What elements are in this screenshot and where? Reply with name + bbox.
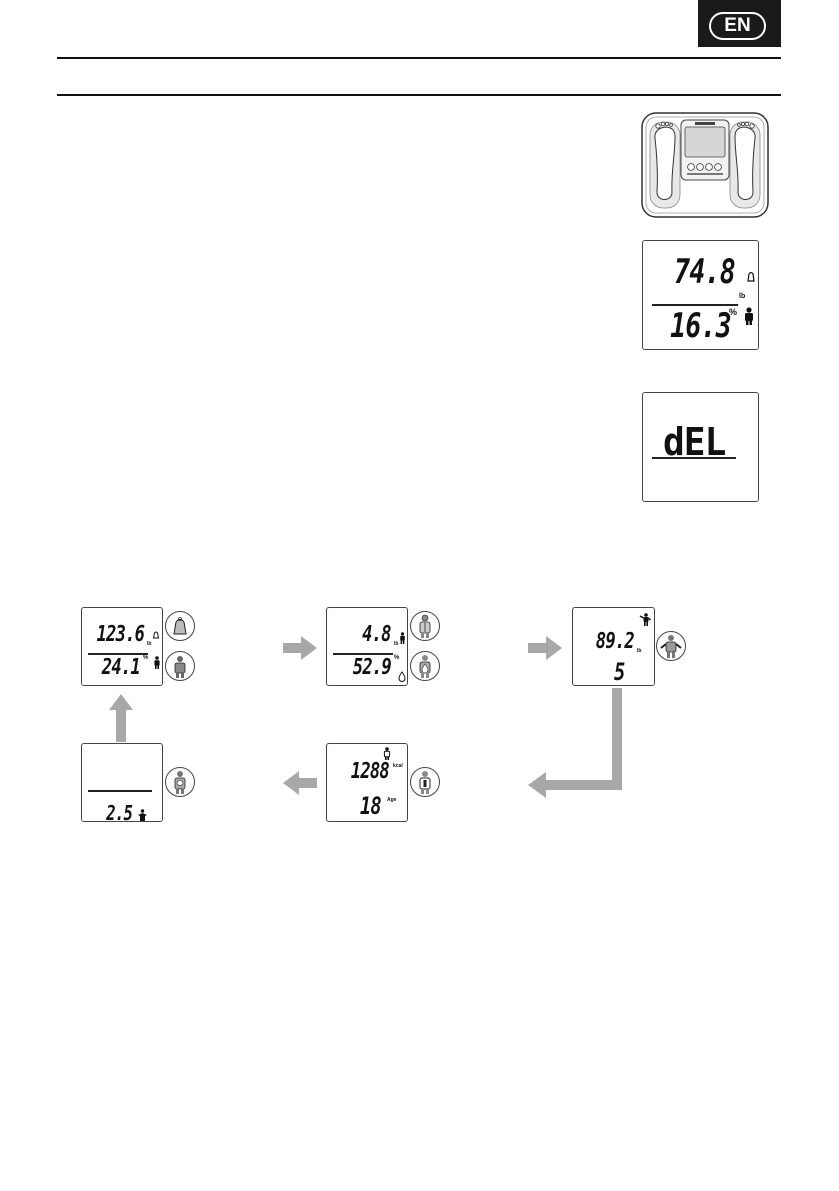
header-rule-bottom <box>57 94 781 96</box>
step1-weight-unit: lb <box>147 641 152 647</box>
body-fat-icon <box>165 651 195 681</box>
step2-water-unit: % <box>394 655 400 661</box>
lcd-delete: dEL <box>642 392 759 502</box>
lcd-divider <box>88 790 152 792</box>
lcd-fat-unit: % <box>729 307 738 317</box>
lcd-weight-fat: 74.8 lb 16.3 % <box>642 240 759 350</box>
lcd-weight-value: 74.8 <box>674 252 736 292</box>
lcd-weight-unit: lb <box>739 293 746 300</box>
visceral-person-icon <box>137 808 148 821</box>
scale-illustration <box>641 112 769 218</box>
step4-bmr-unit: kcal <box>393 763 403 769</box>
lcd-fat-value: 16.3 <box>670 306 732 346</box>
language-badge: EN <box>698 0 781 47</box>
sequence-step-4-display: 1288 kcal 18 Age <box>326 743 408 822</box>
arrow-step1-to-step2 <box>283 636 317 660</box>
muscle-mass-icon <box>656 631 686 661</box>
water-drop-icon <box>398 669 406 685</box>
person-icon <box>743 307 755 330</box>
arrow-step5-to-step1 <box>109 694 133 742</box>
visceral-fat-icon <box>165 767 195 797</box>
lcd-divider <box>88 653 148 655</box>
metabolism-person-icon <box>383 747 391 765</box>
body-weight-icon <box>165 611 195 641</box>
weight-icon <box>152 626 160 644</box>
step3-muscle-unit: lb <box>637 648 642 654</box>
step3-rating-value: 5 <box>613 658 625 686</box>
step1-weight-value: 123.6 <box>96 622 145 647</box>
sequence-step-2-display: 4.8 lb 52.9 % <box>326 607 408 686</box>
step1-fat-unit: % <box>143 655 149 661</box>
sequence-step-5-display: 2.5 <box>81 743 163 822</box>
arrow-step2-to-step3 <box>528 636 562 660</box>
sequence-step-1-display: 123.6 lb 24.1 % <box>81 607 163 686</box>
lcd-divider <box>652 304 738 306</box>
lcd-divider <box>652 457 736 459</box>
weight-icon <box>746 269 756 287</box>
step1-fat-value: 24.1 <box>101 655 141 680</box>
step4-age-unit: Age <box>387 797 397 803</box>
arrow-step3-to-step4 <box>528 688 622 798</box>
metabolic-age-icon <box>410 767 440 797</box>
lcd-delete-text: dEL <box>663 420 726 464</box>
person-icon <box>399 631 406 649</box>
step5-visceral-value: 2.5 <box>106 801 133 822</box>
muscle-person-icon <box>639 613 652 632</box>
lcd-divider <box>333 653 393 655</box>
sequence-step-3-display: 89.2 lb 5 <box>572 607 655 686</box>
person-icon <box>153 656 161 674</box>
step2-water-value: 52.9 <box>352 655 392 680</box>
bone-mass-icon <box>410 611 440 641</box>
step4-bmr-value: 1288 <box>350 759 390 784</box>
step2-bone-unit: lb <box>394 641 399 647</box>
step3-muscle-value: 89.2 <box>595 629 635 654</box>
body-water-icon <box>410 651 440 681</box>
step2-bone-value: 4.8 <box>362 622 391 647</box>
arrow-step4-to-step5 <box>283 771 317 795</box>
header-rule-top <box>57 57 781 59</box>
language-badge-label: EN <box>709 12 766 40</box>
step4-age-value: 18 <box>360 792 382 820</box>
